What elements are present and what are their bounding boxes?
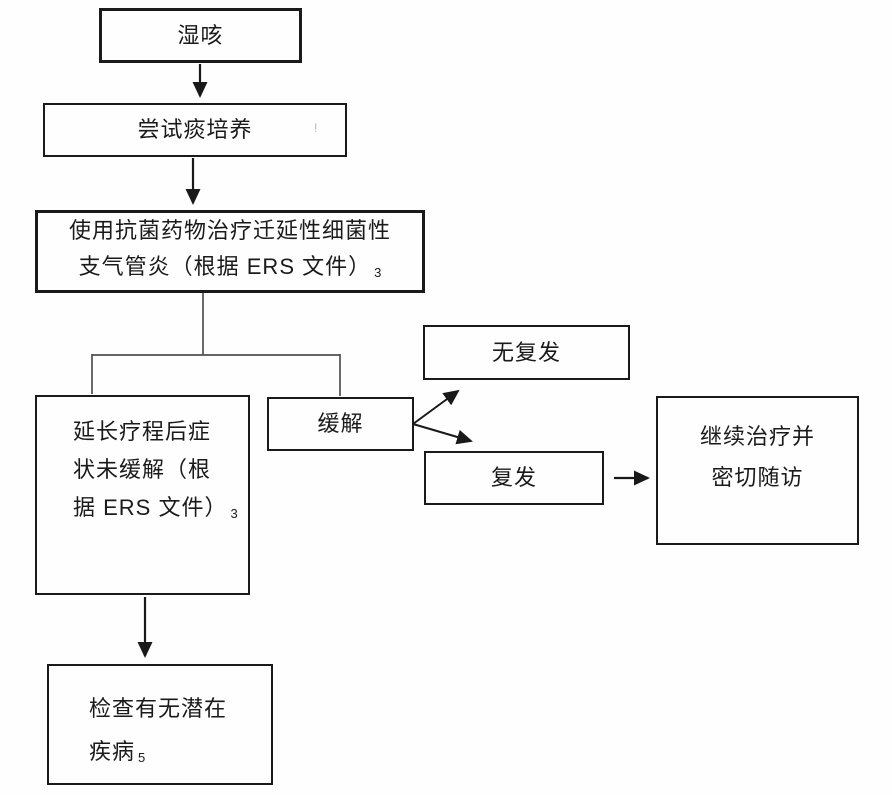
node-antibiotic-treatment-line2-text: 支气管炎（根据 ERS 文件） bbox=[78, 253, 372, 279]
node-sputum-culture: 尝试痰培养 bbox=[43, 103, 347, 157]
node-treatment-not-relieved-reference-3: 3 bbox=[230, 506, 238, 521]
node-antibiotic-treatment: 使用抗菌药物治疗迁延性细菌性 支气管炎（根据 ERS 文件）3 bbox=[35, 210, 425, 293]
node-remission-label: 缓解 bbox=[317, 411, 364, 436]
node-continue-treatment-line2: 密切随访 bbox=[711, 465, 804, 490]
node-wet-cough-label: 湿咳 bbox=[177, 22, 224, 48]
node-check-underlying-disease-line1: 检查有无潜在 bbox=[89, 696, 228, 721]
node-no-recurrence: 无复发 bbox=[423, 325, 630, 380]
node-antibiotic-treatment-reference-3: 3 bbox=[374, 264, 382, 280]
scan-artifact-mark: ! bbox=[314, 121, 318, 135]
arrow-remission-to-no-recurrence bbox=[412, 389, 460, 425]
node-check-underlying-disease-reference-5: 5 bbox=[138, 750, 146, 765]
node-recurrence: 复发 bbox=[424, 451, 604, 505]
node-treatment-not-relieved-line1: 延长疗程后症 bbox=[73, 419, 212, 444]
node-recurrence-label: 复发 bbox=[490, 465, 537, 490]
node-check-underlying-disease-line2-text: 疾病 bbox=[89, 739, 136, 764]
node-treatment-not-relieved-line3-text: 据 ERS 文件） bbox=[73, 495, 228, 520]
node-sputum-culture-label: 尝试痰培养 bbox=[137, 117, 253, 142]
node-antibiotic-treatment-line2: 支气管炎（根据 ERS 文件）3 bbox=[79, 249, 382, 291]
arrow-remission-to-recurrence bbox=[412, 423, 473, 445]
node-treatment-not-relieved: 延长疗程后症 状未缓解（根 据 ERS 文件）3 bbox=[35, 395, 250, 595]
node-continue-treatment-line1: 继续治疗并 bbox=[699, 424, 815, 449]
node-remission: 缓解 bbox=[267, 397, 414, 451]
node-wet-cough: 湿咳 bbox=[99, 8, 302, 63]
node-treatment-not-relieved-line2: 状未缓解（根 bbox=[73, 457, 212, 482]
node-no-recurrence-label: 无复发 bbox=[491, 339, 561, 365]
node-continue-treatment: 继续治疗并 密切随访 bbox=[656, 396, 859, 545]
node-treatment-not-relieved-line3: 据 ERS 文件）3 bbox=[73, 489, 248, 533]
node-antibiotic-treatment-line1: 使用抗菌药物治疗迁延性细菌性 bbox=[68, 217, 391, 243]
